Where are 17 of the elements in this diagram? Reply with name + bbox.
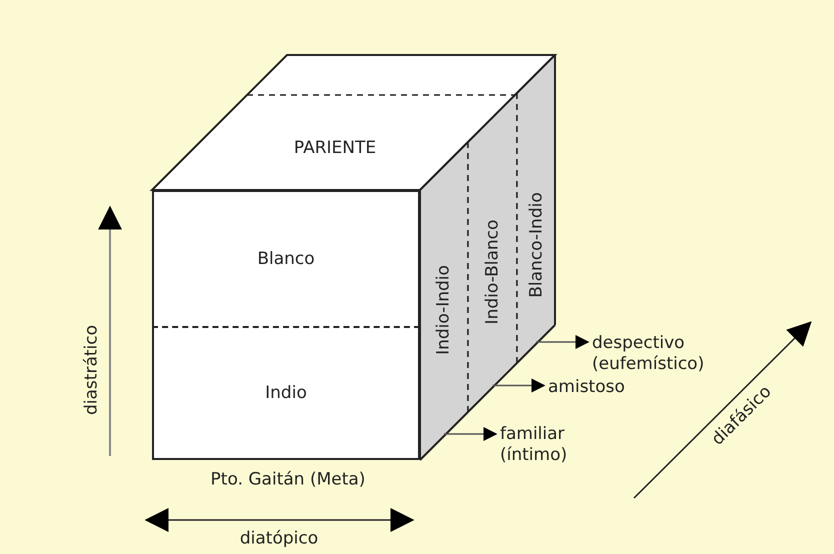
register-label: despectivo (eufemístico): [592, 333, 767, 376]
cell-label: Indio: [265, 382, 307, 404]
strip-label: Indio-Blanco: [484, 220, 502, 324]
strip-label: Indio-Indio: [436, 265, 452, 355]
strip-label: Blanco-Indio: [528, 192, 546, 298]
arrow: [444, 427, 498, 441]
arrow: [492, 378, 546, 392]
axis-label: diatópico: [240, 530, 318, 548]
front-cell: [152, 190, 420, 328]
register-label: familiar (íntimo): [500, 424, 610, 466]
register-label: amistoso: [548, 377, 648, 398]
cell-label: PARIENTE: [294, 138, 376, 158]
arrow: [536, 335, 590, 349]
cell-label: Blanco: [257, 248, 315, 270]
axis-label: diastrático: [84, 325, 100, 415]
front-cell: [152, 328, 420, 460]
place-label: Pto. Gaitán (Meta): [210, 472, 366, 488]
